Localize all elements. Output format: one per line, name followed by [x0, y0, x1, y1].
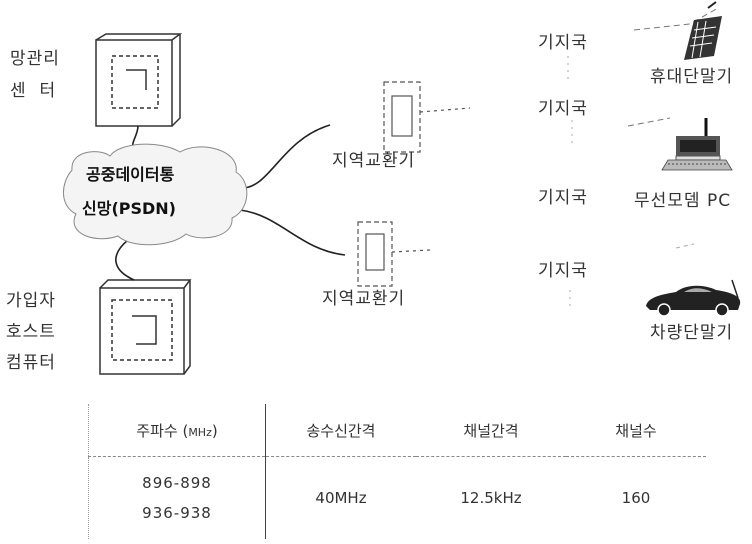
base-station-label: 기지국: [538, 261, 588, 281]
table-cell-duplex-spacing: 40MHz: [315, 489, 367, 507]
modem-pc-icon: [627, 117, 733, 171]
base-station-label: 기지국: [538, 188, 588, 208]
exchange-label: 지역교환기: [322, 289, 406, 309]
host-label-line2: 호스트: [6, 322, 56, 342]
table-header-channel-count: 채널수: [566, 404, 706, 457]
management-computer-icon: [95, 33, 183, 127]
terminal-label: 차량단말기: [650, 323, 734, 343]
psdn-cloud: [63, 143, 248, 246]
base-station-label: 기지국: [538, 33, 588, 53]
host-computer-icon: [99, 279, 192, 375]
table-header-row: 주파수 (MHz) 송수신간격 채널간격 채널수: [88, 404, 706, 457]
connection-lines: [115, 124, 346, 281]
host-label-line3: 컴퓨터: [6, 353, 56, 373]
terminal-label: 휴대단말기: [650, 67, 734, 87]
psdn-label-line2: 신망(PSDN): [82, 199, 176, 218]
table-header-channel-spacing: 채널간격: [416, 404, 566, 457]
handheld-terminal-icon: [633, 1, 722, 60]
terminal-label: 무선모뎀 PC: [634, 191, 732, 211]
host-label-line1: 가입자: [6, 291, 56, 311]
table-cell-channel-spacing: 12.5kHz: [460, 489, 522, 507]
table-header-frequency: 주파수 (MHz): [88, 404, 266, 457]
exchange-icon: [383, 81, 471, 153]
vehicle-terminal-icon: [646, 243, 741, 317]
table-cell-channel-count: 160: [621, 489, 651, 507]
exchange-icon: [357, 221, 431, 287]
center-label-line1: 망관리: [10, 49, 60, 69]
table-header-duplex-spacing: 송수신간격: [265, 404, 416, 457]
center-label-line2: 센 터: [10, 81, 57, 101]
psdn-label-line1: 공중데이터통: [86, 165, 175, 184]
base-station-label: 기지국: [538, 99, 588, 119]
exchange-label: 지역교환기: [332, 151, 416, 171]
network-diagram: [63, 1, 741, 375]
